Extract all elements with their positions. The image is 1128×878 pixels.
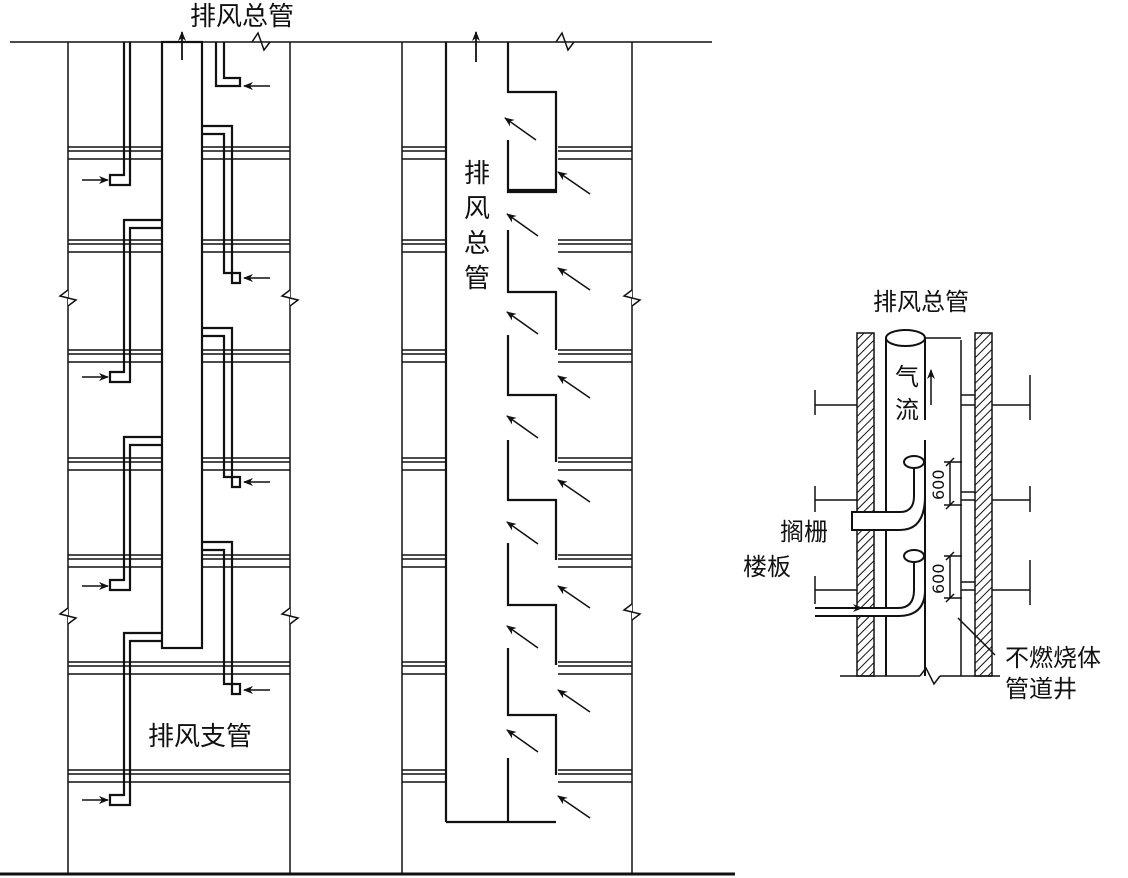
detail-annotations [927, 369, 996, 656]
middle-inlet-arrows [504, 117, 591, 819]
label-dim-upper: 600 [929, 469, 948, 500]
label-joist: 搁栅 [780, 518, 828, 546]
label-main-duct-vertical-3: 总 [464, 229, 490, 259]
shaft-wall-right [974, 332, 993, 677]
left-branch-ducts [108, 42, 242, 807]
label-noncombustible: 不燃烧体 [1005, 644, 1101, 672]
label-main-duct-vertical-1: 排 [464, 159, 490, 189]
label-shaft: 管道井 [1005, 675, 1077, 703]
roof-break-mark [251, 31, 271, 52]
label-main-duct-right: 排风总管 [873, 288, 969, 316]
label-main-duct-vertical-2: 风 [464, 194, 490, 224]
duct-top-opening [885, 329, 926, 347]
text-labels: 排风总管 排 风 总 管 排风支管 排风总管 气 流 搁栅 楼板 不燃烧体 管道… [148, 2, 1101, 752]
label-branch-duct: 排风支管 [148, 722, 252, 752]
middle-floor-slabs [402, 146, 632, 783]
label-airflow-2: 流 [895, 396, 919, 424]
label-dim-lower: 600 [929, 563, 948, 594]
shaft-wall-left [856, 332, 875, 677]
label-main-duct-top: 排风总管 [190, 2, 294, 32]
detail-branch-pipes [815, 455, 926, 617]
label-airflow-1: 气 [895, 363, 919, 391]
left-main-riser [160, 40, 204, 650]
shaft-detail [814, 329, 1031, 686]
label-floor-slab: 楼板 [743, 553, 791, 581]
middle-main-riser [444, 42, 558, 824]
label-main-duct-vertical-4: 管 [464, 264, 490, 294]
left-inlet-arrows [82, 82, 270, 804]
